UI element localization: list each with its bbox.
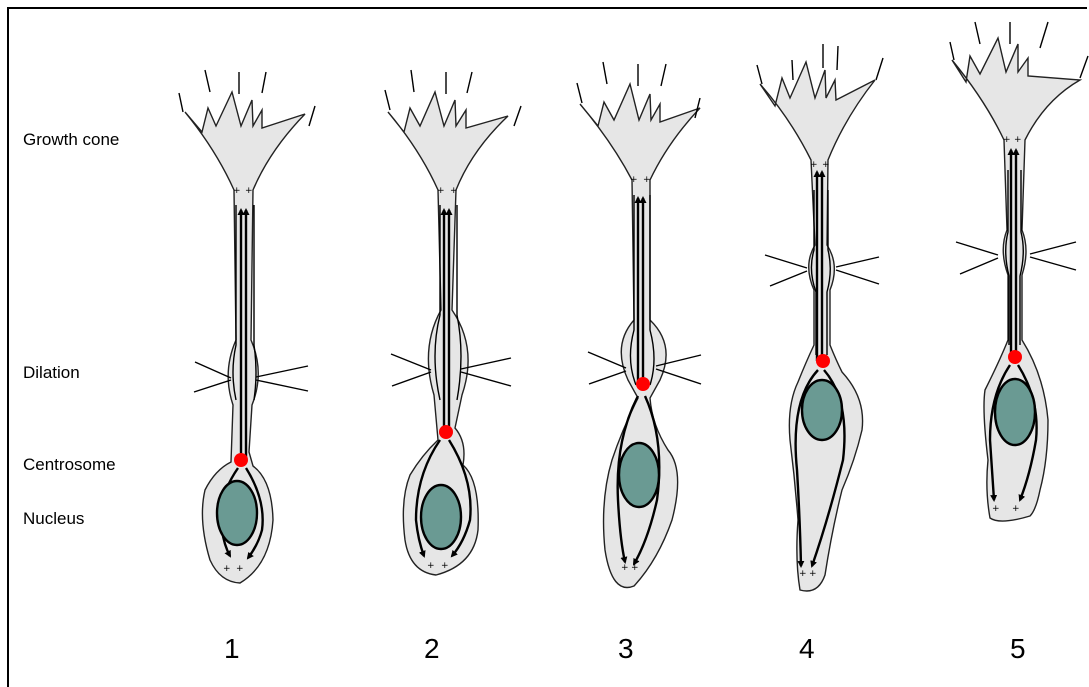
stage-4-nucleus: [802, 380, 842, 440]
svg-text:+: +: [233, 186, 241, 196]
stage-1-neuron: + + + +: [179, 70, 315, 583]
stage-1-centrosome: [234, 453, 248, 467]
stage-3-centrosome: [636, 377, 650, 391]
svg-text:+: +: [441, 561, 449, 571]
svg-text:+: +: [1003, 135, 1011, 145]
svg-text:+: +: [223, 564, 231, 574]
svg-text:+: +: [621, 563, 629, 573]
svg-text:+: +: [631, 563, 639, 573]
neuron-migration-diagram: + + + + + + + +: [0, 0, 1089, 673]
stage-2-centrosome: [439, 425, 453, 439]
svg-text:+: +: [1014, 135, 1022, 145]
svg-text:+: +: [236, 564, 244, 574]
svg-text:+: +: [992, 504, 1000, 514]
svg-text:+: +: [437, 186, 445, 196]
svg-text:+: +: [450, 186, 458, 196]
stage-5-centrosome: [1008, 350, 1022, 364]
stage-number-4: 4: [799, 633, 815, 664]
stage-4-centrosome: [816, 354, 830, 368]
svg-text:+: +: [630, 175, 638, 185]
svg-text:+: +: [822, 160, 830, 170]
svg-text:+: +: [245, 186, 253, 196]
svg-text:+: +: [799, 569, 807, 579]
stage-5-neuron: + + + +: [950, 22, 1088, 521]
svg-text:+: +: [1012, 504, 1020, 514]
stage-number-2: 2: [424, 633, 440, 664]
stage-number-5: 5: [1010, 633, 1026, 664]
svg-text:+: +: [809, 569, 817, 579]
stage-2-neuron: + + + +: [385, 70, 521, 575]
stage-3-nucleus: [619, 443, 659, 507]
stage-3-cell-body: [580, 84, 700, 588]
stage-1-nucleus: [217, 481, 257, 545]
stage-2-nucleus: [421, 485, 461, 549]
stage-4-neuron: + + + +: [757, 44, 883, 591]
svg-text:+: +: [643, 175, 651, 185]
stage-3-neuron: + + + +: [577, 62, 701, 588]
svg-text:+: +: [427, 561, 435, 571]
stage-number-3: 3: [618, 633, 634, 664]
stage-number-1: 1: [224, 633, 240, 664]
svg-text:+: +: [810, 160, 818, 170]
stage-5-nucleus: [995, 379, 1035, 445]
